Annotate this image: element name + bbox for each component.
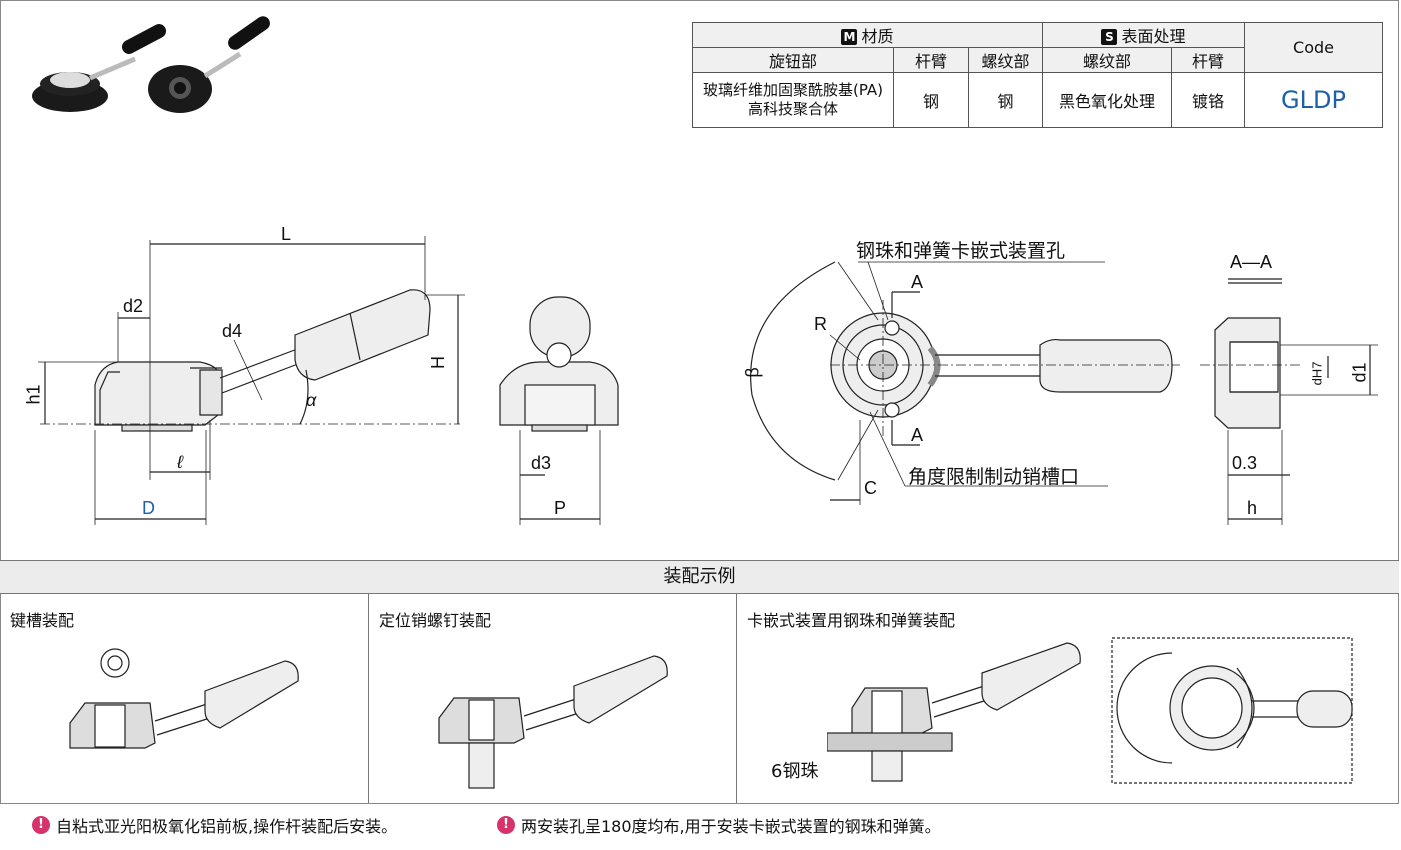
thread-surface-cell: 黑色氧化处理 (1042, 72, 1172, 128)
label-dH7: dH7 (1309, 361, 1325, 386)
assembly-detent: 卡嵌式装置用钢珠和弹簧装配 6钢珠 (737, 593, 1399, 803)
label-h: h (1247, 498, 1258, 518)
subheader-knob: 旋钮部 (692, 47, 894, 73)
label-d1: d1 (1349, 362, 1370, 383)
label-R: R (814, 314, 827, 334)
note-2: ! 两安装孔呈180度均布,用于安装卡嵌式装置的钢珠和弹簧。 (497, 813, 941, 837)
material-badge: M (841, 29, 858, 45)
arm-material-cell: 钢 (893, 72, 969, 128)
dowel-drawing (438, 655, 668, 789)
thread-material-cell: 钢 (968, 72, 1043, 128)
page-frame (0, 0, 1399, 804)
keyway-label: 键槽装配 (10, 611, 75, 630)
callout-stop-slot: 角度限制制动销槽口 (908, 466, 1080, 488)
label-beta: β (742, 367, 763, 378)
keyway-drawing (69, 648, 299, 749)
label-A-top: A (911, 272, 924, 292)
label-d2: d2 (123, 296, 144, 316)
label-P: P (554, 498, 567, 518)
label-d4: d4 (222, 321, 243, 341)
code-value: GLDP (1244, 72, 1383, 128)
surface-badge: S (1101, 29, 1118, 45)
callout-detent-holes: 钢珠和弹簧卡嵌式装置孔 (856, 240, 1066, 262)
detent-label: 卡嵌式装置用钢珠和弹簧装配 (747, 611, 956, 630)
note-1: ! 自粘式亚光阳极氧化铝前板,操作杆装配后安装。 (32, 813, 397, 837)
label-d3: d3 (531, 453, 552, 473)
assembly-keyway: 键槽装配 (0, 593, 369, 803)
knob-material-cell: 玻璃纤维加固聚酰胺基(PA)高科技聚合体 (692, 72, 894, 128)
subheader-arm-surface: 杆臂 (1171, 47, 1245, 73)
label-L: L (281, 224, 292, 244)
assembly-title: 装配示例 (0, 560, 1399, 594)
info-icon: ! (32, 816, 50, 834)
technical-drawing (38, 236, 1378, 525)
label-l: ℓ (177, 452, 183, 472)
product-photo (32, 16, 270, 113)
assembly-dowel: 定位销螺钉装配 (369, 593, 737, 803)
label-C: C (864, 478, 877, 498)
label-alpha: α (306, 390, 317, 410)
label-D: D (142, 498, 155, 518)
label-h1: h1 (23, 384, 44, 405)
dowel-label: 定位销螺钉装配 (379, 611, 492, 630)
arm-surface-cell: 镀铬 (1171, 72, 1245, 128)
code-header: Code (1244, 22, 1383, 73)
info-icon: ! (497, 816, 515, 834)
subheader-arm: 杆臂 (893, 47, 969, 73)
detent-drawing (827, 637, 1353, 784)
label-gap: 0.3 (1232, 453, 1258, 473)
label-H: H (428, 356, 448, 369)
label-A-bottom: A (911, 425, 924, 445)
ball-label: 6钢珠 (771, 761, 819, 782)
section-title: A—A (1230, 252, 1273, 272)
